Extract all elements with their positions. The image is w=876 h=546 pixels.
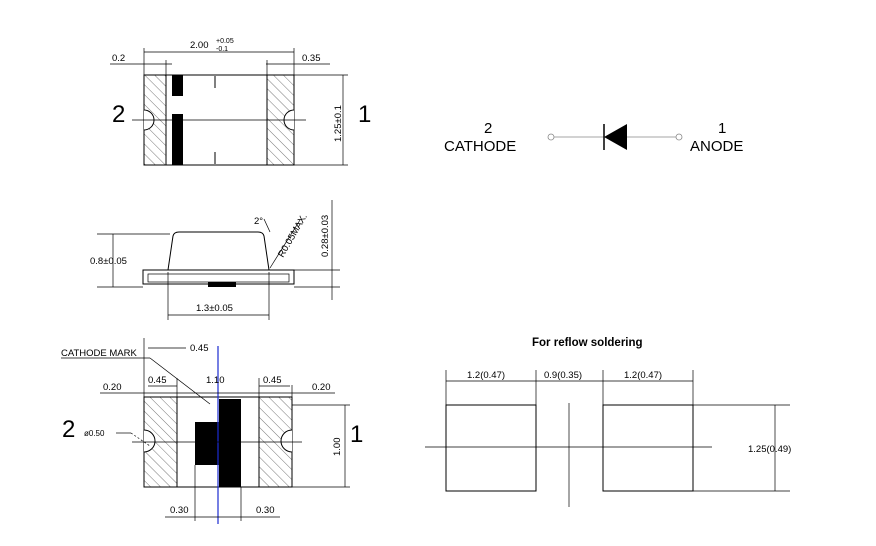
bottom-right-notch (280, 429, 293, 453)
bottom-view: CATHODE MARK 0.45 0.20 0.45 1.10 0.45 0.… (61, 338, 363, 524)
bottom-dim-bottom-right: 0.30 (256, 505, 275, 516)
reflow-dim-height: 1.25(0.49) (748, 444, 791, 455)
bottom-dim-left-pad: 0.20 (103, 382, 122, 393)
top-cathode-bar-upper (172, 75, 183, 96)
top-dim-left-pad: 0.2 (112, 53, 125, 64)
bottom-dim-right-pad: 0.20 (312, 382, 331, 393)
bottom-pad-small (195, 422, 219, 465)
diode-triangle-icon (604, 124, 627, 150)
top-dim-total: 2.00 (190, 40, 209, 51)
bottom-pin-left: 2 (62, 416, 75, 443)
side-lens (167, 231, 270, 271)
bottom-dim-bottom-left: 0.30 (170, 505, 189, 516)
bottom-dim-center: 1.10 (206, 375, 225, 386)
reflow-title: For reflow soldering (532, 337, 643, 349)
reflow-dim-pad-right: 1.2(0.47) (624, 370, 662, 381)
top-dim-total-tol-plus: +0.05 (216, 38, 234, 45)
bottom-dim-height: 1.00 (332, 438, 343, 457)
bottom-dim-left-gap: 0.45 (148, 375, 167, 386)
anode-terminal-circle (675, 133, 683, 141)
top-dim-right-pad: 0.35 (302, 53, 321, 64)
diode-symbol: 2 CATHODE 1 ANODE (444, 120, 743, 155)
side-dim-thickness: 0.28±0.03 (320, 215, 331, 257)
symbol-anode-label: ANODE (690, 138, 743, 155)
reflow-dim-pad-left: 1.2(0.47) (467, 370, 505, 381)
bottom-dim-hole: ø0.50 (84, 429, 105, 438)
top-cathode-bar-lower (172, 114, 183, 165)
side-dim-radius: R0.05MAX. (276, 212, 310, 260)
side-dim-width: 1.3±0.05 (196, 303, 233, 314)
reflow-dim-gap: 0.9(0.35) (544, 370, 582, 381)
reflow-pad-left (445, 404, 537, 492)
bottom-pad-large (219, 399, 241, 487)
symbol-cathode-num: 2 (484, 120, 492, 137)
side-dim-height: 0.8±0.05 (90, 256, 127, 267)
top-dim-height: 1.25±0.1 (333, 105, 344, 142)
bottom-dim-mark-offset: 0.45 (190, 343, 209, 354)
side-dim-angle: 2° (254, 216, 263, 227)
side-view: 0.8±0.05 1.3±0.05 0.28±0.03 2° R0.05MAX. (90, 200, 340, 320)
side-chip (208, 282, 236, 287)
reflow-footprint: For reflow soldering 1.2(0.47) 0.9(0.35)… (425, 337, 791, 507)
bottom-dim-right-gap: 0.45 (263, 375, 282, 386)
bottom-pin-right: 1 (350, 421, 363, 448)
symbol-anode-num: 1 (718, 120, 726, 137)
top-pin-left: 2 (112, 101, 125, 128)
bottom-cathode-mark-label: CATHODE MARK (61, 348, 137, 359)
cathode-terminal-circle (547, 133, 555, 141)
top-view: 2.00 +0.05 -0.1 0.2 0.35 1.25±0.1 2 1 (110, 38, 371, 166)
top-pin-right: 1 (358, 101, 371, 128)
top-dim-total-tol-minus: -0.1 (216, 46, 228, 53)
bottom-left-notch (143, 429, 156, 453)
reflow-pad-right (602, 404, 694, 492)
symbol-cathode-label: CATHODE (444, 138, 516, 155)
